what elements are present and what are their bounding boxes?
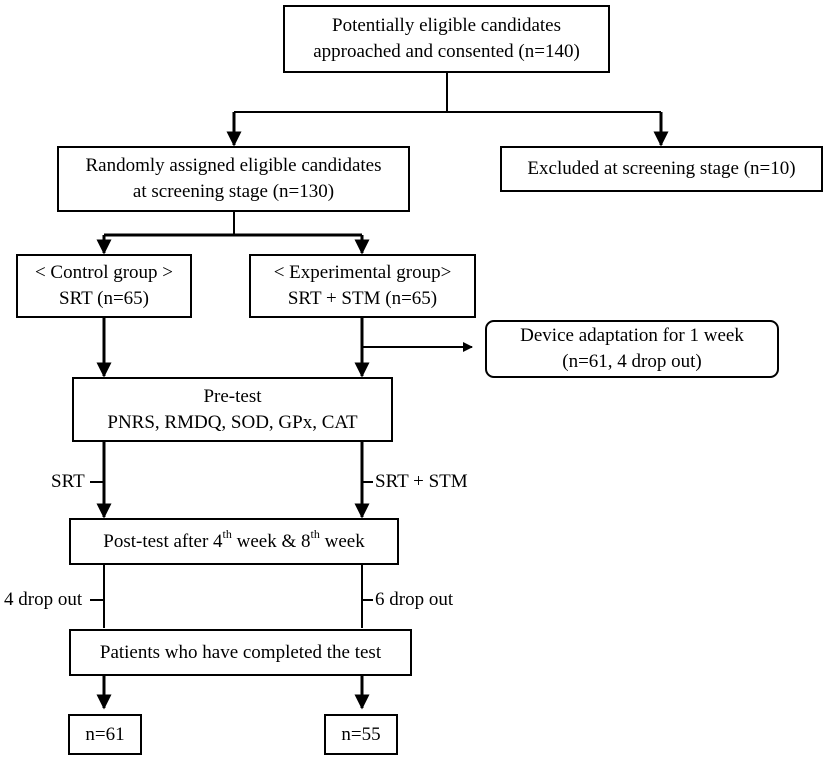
posttest-middle: week & 8 xyxy=(231,530,311,552)
consented-line2: approached and consented (n=140) xyxy=(313,41,580,62)
randomized-line1: Randomly assigned eligible candidates xyxy=(85,155,382,176)
device-adaptation-line1: Device adaptation for 1 week xyxy=(520,325,744,346)
posttest-sup2: th xyxy=(310,527,320,542)
control-group-box: < Control group > SRT (n=65) xyxy=(16,254,192,318)
randomized-line2: at screening stage (n=130) xyxy=(132,181,335,202)
posttest-sup1: th xyxy=(222,527,232,542)
experimental-treatment-label: SRT + STM xyxy=(375,470,468,494)
consented-line1: Potentially eligible candidates xyxy=(332,15,561,36)
randomized-box: Randomly assigned eligible candidates at… xyxy=(57,146,410,212)
final-control-count: n=61 xyxy=(85,723,125,745)
posttest-box: Post-test after 4th week & 8th week xyxy=(69,518,399,565)
final-experimental-box: n=55 xyxy=(324,714,398,755)
completed-line1: Patients who have completed the test xyxy=(99,641,382,663)
device-adaptation-box: Device adaptation for 1 week (n=61, 4 dr… xyxy=(485,320,779,378)
excluded-box: Excluded at screening stage (n=10) xyxy=(500,146,823,192)
final-experimental-count: n=55 xyxy=(341,723,381,745)
control-group-line1: < Control group > xyxy=(34,262,174,283)
posttest-suffix: week xyxy=(319,530,365,552)
pretest-box: Pre-test PNRS, RMDQ, SOD, GPx, CAT xyxy=(72,377,393,442)
experimental-dropout-label: 6 drop out xyxy=(375,588,454,612)
control-treatment-label: SRT xyxy=(51,470,85,494)
experimental-group-line1: < Experimental group> xyxy=(273,262,452,283)
experimental-group-line2: SRT + STM (n=65) xyxy=(287,288,438,309)
control-dropout-label: 4 drop out xyxy=(4,588,83,612)
final-control-box: n=61 xyxy=(68,714,142,755)
consented-box: Potentially eligible candidates approach… xyxy=(283,5,610,73)
experimental-group-box: < Experimental group> SRT + STM (n=65) xyxy=(249,254,476,318)
completed-box: Patients who have completed the test xyxy=(69,629,412,676)
excluded-line1: Excluded at screening stage (n=10) xyxy=(527,158,796,179)
control-group-line2: SRT (n=65) xyxy=(59,288,149,309)
posttest-prefix: Post-test after 4 xyxy=(103,530,223,552)
posttest-text: Post-test after 4th week & 8th week xyxy=(103,527,365,555)
pretest-line1: Pre-test xyxy=(203,385,262,407)
pretest-line2: PNRS, RMDQ, SOD, GPx, CAT xyxy=(107,411,358,433)
device-adaptation-line2: (n=61, 4 drop out) xyxy=(562,351,702,372)
